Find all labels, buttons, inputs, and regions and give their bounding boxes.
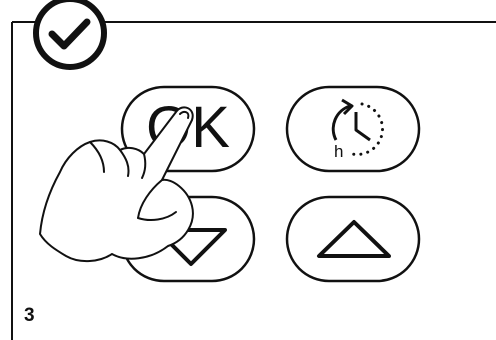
timer-unit-label: h (334, 142, 343, 161)
step-number: 3 (24, 306, 35, 325)
up-button[interactable] (287, 197, 419, 281)
pointing-hand-icon (40, 107, 193, 261)
checkmark-circle-icon (36, 0, 104, 67)
timer-button[interactable]: h (287, 87, 419, 171)
